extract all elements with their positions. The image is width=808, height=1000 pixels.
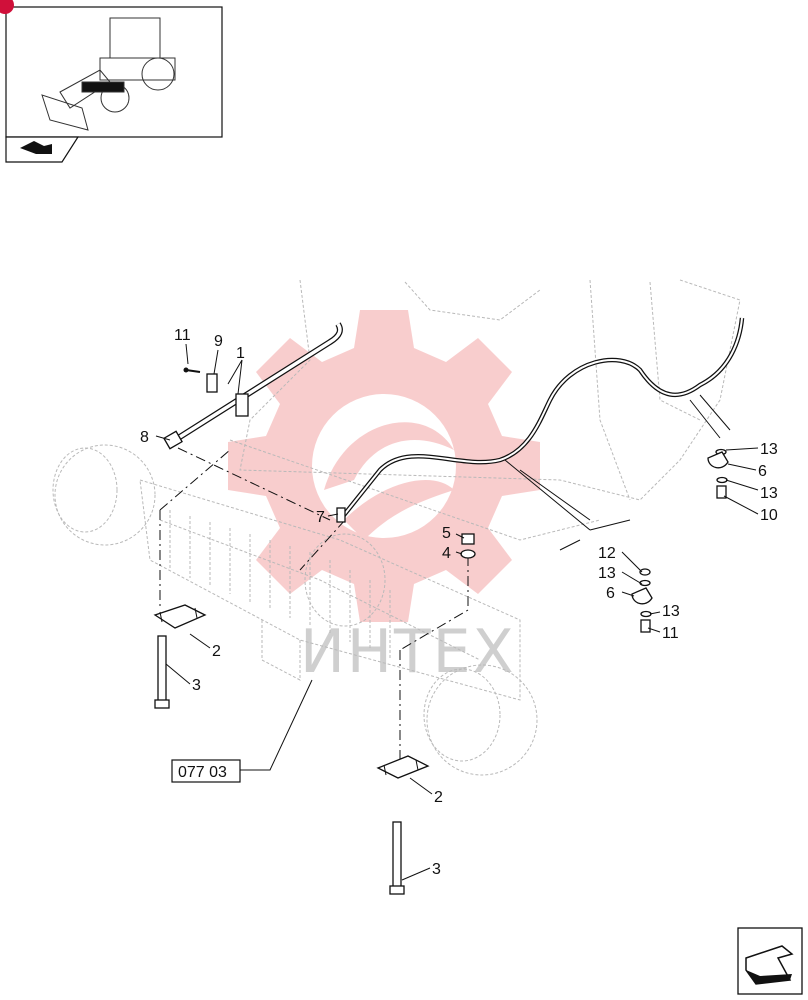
plate-2-right[interactable] (376, 755, 430, 779)
reference-box[interactable]: 077 03 (171, 759, 241, 783)
thumbnail-frame[interactable] (0, 0, 223, 163)
callout-11[interactable]: 11 (662, 625, 679, 642)
callout-12[interactable]: 12 (598, 545, 616, 562)
corner-badge (0, 0, 14, 14)
arrow-back-icon[interactable] (20, 141, 52, 154)
ghost-axle (52, 444, 538, 776)
ghost-chassis (229, 279, 741, 541)
callout-7[interactable]: 7 (316, 509, 325, 526)
section-lines (504, 394, 731, 551)
callout-13[interactable]: 13 (598, 565, 616, 582)
left-tube-assembly[interactable] (163, 322, 343, 450)
callout-6[interactable]: 6 (758, 463, 767, 480)
reference-label: 077 03 (178, 764, 227, 781)
callout-2[interactable]: 2 (212, 643, 221, 660)
wheel-loader-thumbnail (41, 17, 176, 131)
assembly-lines (159, 447, 469, 760)
brake-pipe[interactable] (336, 317, 745, 523)
leader-lines (155, 343, 759, 881)
bolt-3-left[interactable] (154, 635, 170, 709)
arrow-forward-icon[interactable] (737, 927, 803, 995)
callout-3[interactable]: 3 (432, 861, 441, 878)
callout-13[interactable]: 13 (760, 485, 778, 502)
callout-13[interactable]: 13 (760, 441, 778, 458)
callout-9[interactable]: 9 (214, 333, 223, 350)
callout-4[interactable]: 4 (442, 545, 451, 562)
callout-13[interactable]: 13 (662, 603, 680, 620)
watermark-text: ИНТЕХ (300, 617, 516, 687)
callout-10[interactable]: 10 (760, 507, 778, 524)
callout-11[interactable]: 11 (174, 327, 191, 344)
callout-1[interactable]: 1 (236, 345, 245, 362)
hardware-right-upper[interactable] (707, 448, 729, 499)
bolt-3-right[interactable] (389, 821, 405, 895)
callout-8[interactable]: 8 (140, 429, 149, 446)
callout-3[interactable]: 3 (192, 677, 201, 694)
callout-5[interactable]: 5 (442, 525, 451, 542)
hardware-right-lower[interactable] (631, 568, 653, 633)
callouts: 11 9 1 8 7 5 4 2 3 2 3 13 6 13 10 12 13 … (140, 327, 778, 878)
callout-6[interactable]: 6 (606, 585, 615, 602)
plate-2-left[interactable] (153, 604, 207, 629)
callout-2[interactable]: 2 (434, 789, 443, 806)
